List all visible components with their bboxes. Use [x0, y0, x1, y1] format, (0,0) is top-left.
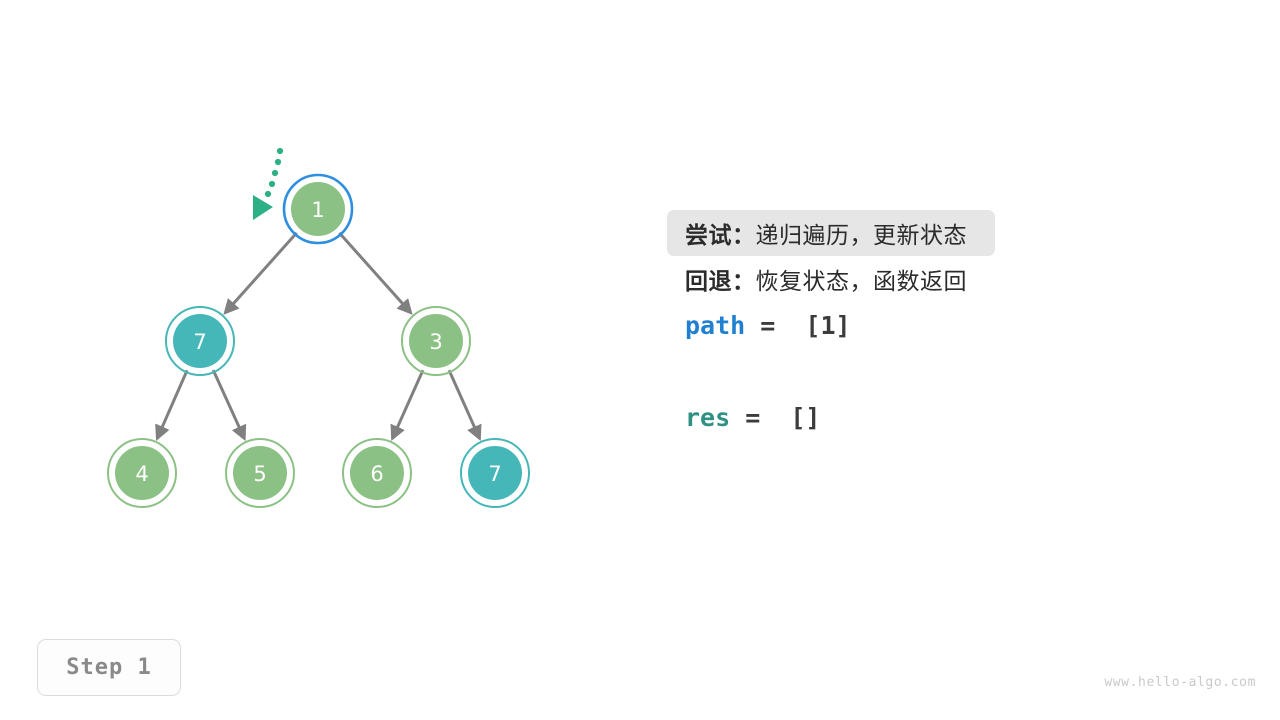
traversal-pointer	[253, 147, 284, 220]
tree-nodes: 1 7 3 4 5 6 7	[107, 173, 530, 508]
site-watermark: www.hello-algo.com	[1104, 675, 1256, 690]
pointer-arrow-icon	[253, 195, 273, 220]
node-value: 5	[253, 462, 266, 486]
tree-node-1[interactable]: 1	[282, 173, 354, 245]
tree-edge	[390, 369, 425, 442]
pointer-trail-dot	[264, 190, 272, 198]
pointer-trail-dot	[276, 147, 284, 155]
try-label: 尝试：	[685, 223, 756, 249]
node-ring	[342, 438, 412, 508]
node-value: 3	[429, 330, 442, 354]
step-badge: Step 1	[37, 639, 181, 696]
res-variable: res	[685, 402, 731, 432]
tree-node-5[interactable]: 5	[225, 438, 295, 508]
watermark-text: www.hello-algo.com	[1104, 675, 1256, 690]
tree-edge	[447, 369, 482, 442]
node-body	[350, 446, 404, 500]
tree-edge	[338, 231, 413, 315]
pointer-trail-dot	[271, 169, 279, 177]
tree-node-4[interactable]: 4	[107, 438, 177, 508]
info-panel: 尝试： 递归遍历，更新状态 回退： 恢复状态，函数返回 path = [1] r…	[667, 210, 1205, 440]
node-body	[468, 446, 522, 500]
node-value: 4	[135, 462, 148, 486]
tree-node-7[interactable]: 7	[460, 438, 530, 508]
path-value: = [1]	[745, 310, 851, 340]
tree-node-7[interactable]: 7	[165, 306, 235, 376]
step-badge-label: Step 1	[66, 655, 152, 680]
pointer-trail-dot	[268, 180, 276, 188]
res-value: = []	[730, 402, 821, 432]
node-ring	[225, 438, 295, 508]
node-ring	[460, 438, 530, 508]
tree-node-6[interactable]: 6	[342, 438, 412, 508]
node-body	[291, 182, 345, 236]
res-state-line: res = []	[667, 394, 1205, 440]
tree-edge	[155, 369, 189, 441]
node-value: 1	[311, 198, 324, 222]
tree-edge	[223, 231, 298, 315]
node-ring	[282, 173, 354, 245]
node-ring	[165, 306, 235, 376]
node-body	[115, 446, 169, 500]
path-variable: path	[685, 310, 746, 340]
path-state-line: path = [1]	[667, 302, 1205, 348]
panel-spacer	[685, 348, 1205, 394]
node-body	[409, 314, 463, 368]
node-value: 7	[488, 462, 501, 486]
backtrack-label: 回退：	[685, 269, 756, 295]
try-text: 递归遍历，更新状态	[755, 223, 967, 249]
node-ring	[401, 306, 471, 376]
pointer-trail-dot	[274, 158, 282, 166]
try-line: 尝试： 递归遍历，更新状态	[667, 210, 995, 256]
node-body	[233, 446, 287, 500]
binary-tree-diagram: 1 7 3 4 5 6 7	[107, 147, 530, 508]
tree-edges	[155, 231, 482, 442]
node-body	[173, 314, 227, 368]
backtrack-text: 恢复状态，函数返回	[755, 269, 967, 295]
tree-node-3[interactable]: 3	[401, 306, 471, 376]
node-value: 6	[370, 462, 383, 486]
node-ring	[107, 438, 177, 508]
backtrack-line: 回退： 恢复状态，函数返回	[667, 256, 1205, 302]
tree-edge	[211, 369, 247, 442]
node-value: 7	[193, 330, 206, 354]
